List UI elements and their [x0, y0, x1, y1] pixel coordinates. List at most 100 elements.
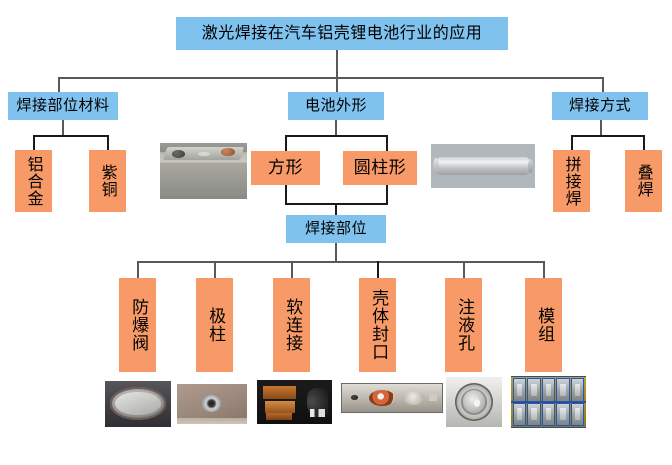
prismatic-safety-vent	[198, 151, 210, 157]
photo-fill-hole	[446, 377, 502, 427]
connector-weldloc-stem	[335, 243, 337, 262]
node-safety-valve-label: 防爆阀	[128, 298, 149, 352]
shell-seal-vent-patch	[429, 393, 437, 402]
node-weld-location: 焊接部位	[286, 215, 386, 243]
node-fill-hole: 注液孔	[445, 278, 482, 372]
cylindrical-cap-left	[433, 157, 440, 175]
node-module: 模组	[525, 278, 562, 372]
fill-hole-sealing-plug	[462, 390, 486, 413]
photo-shell-seal	[341, 383, 443, 413]
node-shell-seal-label: 壳体封口	[368, 289, 389, 361]
module-cell	[570, 378, 584, 402]
connector-drop-copper	[107, 135, 109, 151]
node-method-label: 焊接方式	[568, 96, 631, 115]
connector-drop-soft-connection	[291, 261, 293, 278]
node-safety-valve: 防爆阀	[119, 278, 156, 372]
pole-weld-ring	[202, 395, 222, 412]
photo-module	[511, 376, 586, 428]
node-copper: 紫铜	[89, 150, 126, 212]
photo-cylindrical-cell	[431, 144, 535, 188]
cylindrical-cap-right	[527, 158, 533, 174]
node-prismatic-label: 方形	[268, 157, 303, 178]
node-pole: 极柱	[196, 278, 233, 372]
module-cell	[513, 402, 527, 426]
connector-drop-cylindrical	[386, 135, 388, 152]
connector-drop-pole	[214, 261, 216, 278]
node-lap-weld-label: 叠焊	[634, 164, 654, 198]
photo-pole	[177, 384, 247, 424]
prismatic-terminal-negative	[172, 150, 186, 159]
soft-connection-copper-strip-3	[266, 413, 292, 420]
node-prismatic: 方形	[251, 151, 320, 185]
node-material: 焊接部位材料	[8, 92, 118, 120]
connector-weldloc-bus	[137, 261, 545, 263]
node-cylindrical-label: 圆柱形	[353, 157, 407, 178]
node-fill-hole-label: 注液孔	[454, 298, 475, 352]
connector-method-stem	[600, 120, 602, 136]
soft-connection-copper-strip-1	[263, 386, 296, 400]
shell-seal-terminal-negative	[404, 390, 424, 405]
connector-drop-module	[543, 261, 545, 278]
soft-connection-copper-strip-2	[264, 401, 295, 413]
node-root: 激光焊接在汽车铝壳锂电池行业的应用	[176, 17, 508, 50]
connector-drop-material	[58, 77, 60, 93]
fill-hole-center-nub	[474, 399, 481, 407]
connector-material-bus	[33, 135, 109, 137]
module-cell	[541, 378, 556, 402]
node-alloy: 铝合金	[15, 150, 52, 212]
soft-connection-marker	[310, 409, 326, 417]
module-cell	[556, 378, 570, 402]
node-material-label: 焊接部位材料	[16, 96, 110, 115]
photo-prismatic-cell	[160, 143, 247, 199]
connector-drop-shell-seal	[377, 261, 379, 278]
node-soft-connection-label: 软连接	[282, 298, 303, 352]
node-module-label: 模组	[534, 307, 555, 343]
connector-drop-shape	[336, 77, 338, 93]
connector-prismatic-down	[285, 185, 287, 204]
shell-seal-terminal-positive	[369, 389, 395, 406]
connector-shape-bus	[285, 135, 388, 137]
module-cell	[570, 402, 584, 426]
module-cell	[527, 378, 541, 402]
connector-drop-butt	[571, 135, 573, 151]
connector-drop-lap	[643, 135, 645, 151]
node-alloy-label: 铝合金	[24, 155, 44, 207]
safety-valve-inner-membrane	[114, 391, 162, 416]
node-soft-connection: 软连接	[273, 278, 310, 372]
cylindrical-body	[435, 157, 531, 175]
photo-safety-valve	[105, 381, 171, 427]
soft-connection-fixture	[306, 387, 328, 416]
node-shape-label: 电池外形	[304, 96, 367, 115]
connector-drop-safety-valve	[137, 261, 139, 278]
node-root-label: 激光焊接在汽车铝壳锂电池行业的应用	[201, 23, 483, 43]
connector-root-trunk	[336, 50, 338, 78]
node-butt-weld-label: 拼接焊	[562, 155, 582, 207]
node-lap-weld: 叠焊	[625, 150, 662, 212]
connector-merge-to-weldloc	[335, 203, 337, 216]
module-cell	[541, 402, 556, 426]
node-method: 焊接方式	[552, 92, 648, 120]
connector-method-bus	[571, 135, 645, 137]
connector-level2-bus	[58, 77, 604, 79]
connector-cylindrical-down	[386, 185, 388, 204]
module-cell	[527, 402, 541, 426]
node-cylindrical: 圆柱形	[343, 151, 417, 185]
node-weld-location-label: 焊接部位	[304, 219, 367, 238]
node-butt-weld: 拼接焊	[553, 150, 590, 212]
connector-drop-fill-hole	[463, 261, 465, 278]
node-copper-label: 紫铜	[98, 164, 118, 198]
module-cell	[513, 378, 527, 402]
pole-plate-edge	[177, 418, 247, 424]
shell-seal-fill-port	[351, 394, 358, 401]
photo-soft-connection	[257, 380, 332, 424]
node-pole-label: 极柱	[205, 307, 226, 343]
connector-drop-prismatic	[285, 135, 287, 152]
module-cell	[556, 402, 570, 426]
connector-drop-alloy	[33, 135, 35, 151]
module-cell-grid	[511, 376, 586, 428]
node-shape: 电池外形	[288, 92, 384, 120]
node-shell-seal: 壳体封口	[359, 278, 396, 372]
connector-material-stem	[62, 120, 64, 136]
connector-drop-method	[602, 77, 604, 93]
